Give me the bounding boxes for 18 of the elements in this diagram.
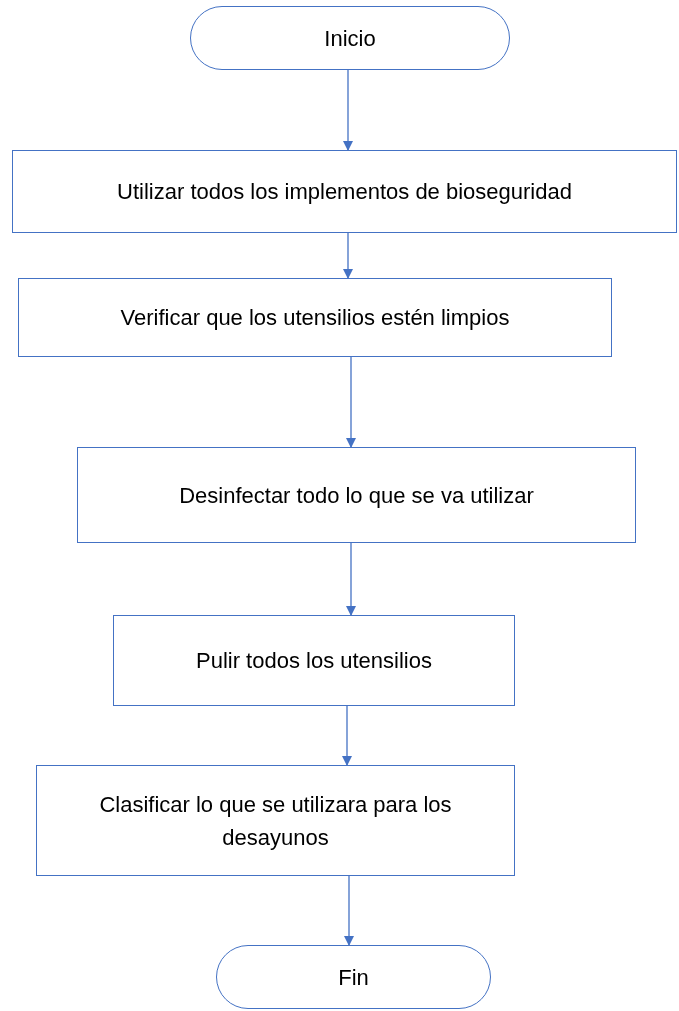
arrow [343,232,353,279]
arrow [346,356,356,448]
step-text: Fin [338,963,369,992]
step-text: Desinfectar todo lo que se va utilizar [179,481,534,510]
arrow [346,542,356,616]
process-box [12,150,677,233]
process-box [18,278,612,357]
arrow [344,875,354,946]
process-box [113,615,515,706]
step-text: Clasificar lo que se utilizara para los desayunos [98,790,453,852]
step-text: Inicio [324,24,376,53]
arrow [343,69,353,151]
step-text: Pulir todos los utensilios [196,647,432,675]
step-text: Utilizar todos los implementos de bioseguridad [117,178,572,206]
step-text: Verificar que los utensilios estén limpios [120,304,510,332]
process-box [77,447,636,543]
process-box [36,765,515,876]
arrow [342,705,352,766]
